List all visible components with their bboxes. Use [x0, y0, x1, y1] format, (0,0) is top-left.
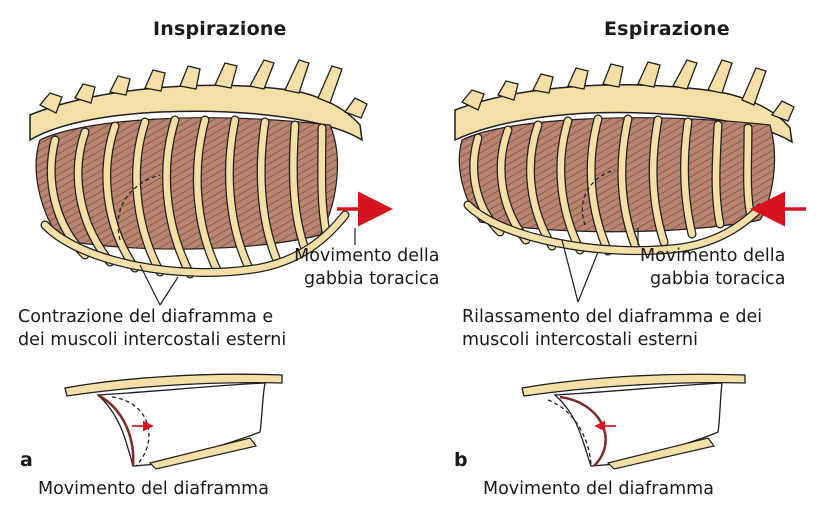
- cage-movement-line-1: Movimento della: [640, 246, 786, 266]
- panel-letter-b: b: [454, 449, 468, 471]
- diaphragm-diagram-a: [64, 373, 283, 470]
- muscle-caption-a: Contrazione del diaframma e dei muscoli …: [18, 306, 286, 352]
- diaphragm-diagram-b: [521, 373, 746, 470]
- cage-movement-line-1: Movimento della: [294, 246, 440, 266]
- muscle-caption-line-1: Rilassamento del diaframma e dei: [462, 307, 763, 327]
- ribcage-inspiration: [29, 59, 368, 306]
- panel-title-inspiration: Inspirazione: [153, 18, 287, 40]
- muscle-caption-line-2: muscoli intercostali esterni: [462, 330, 698, 350]
- cage-movement-line-2: gabbia toracica: [304, 269, 440, 289]
- cage-movement-label-a: Movimento della gabbia toracica: [294, 245, 440, 291]
- cage-movement-label-b: Movimento della gabbia toracica: [640, 245, 786, 291]
- ribcage-expiration: [454, 59, 795, 303]
- panel-title-expiration: Espirazione: [604, 18, 730, 40]
- cage-movement-line-2: gabbia toracica: [650, 269, 786, 289]
- muscle-caption-b: Rilassamento del diaframma e dei muscoli…: [462, 306, 762, 352]
- panel-letter-a: a: [20, 449, 33, 471]
- muscle-caption-line-1: Contrazione del diaframma e: [18, 307, 274, 327]
- muscle-caption-line-2: dei muscoli intercostali esterni: [18, 330, 287, 350]
- diaphragm-caption-b: Movimento del diaframma: [483, 479, 714, 499]
- spine: [454, 84, 793, 144]
- diaphragm-caption-a: Movimento del diaframma: [38, 479, 269, 499]
- spine: [29, 84, 363, 142]
